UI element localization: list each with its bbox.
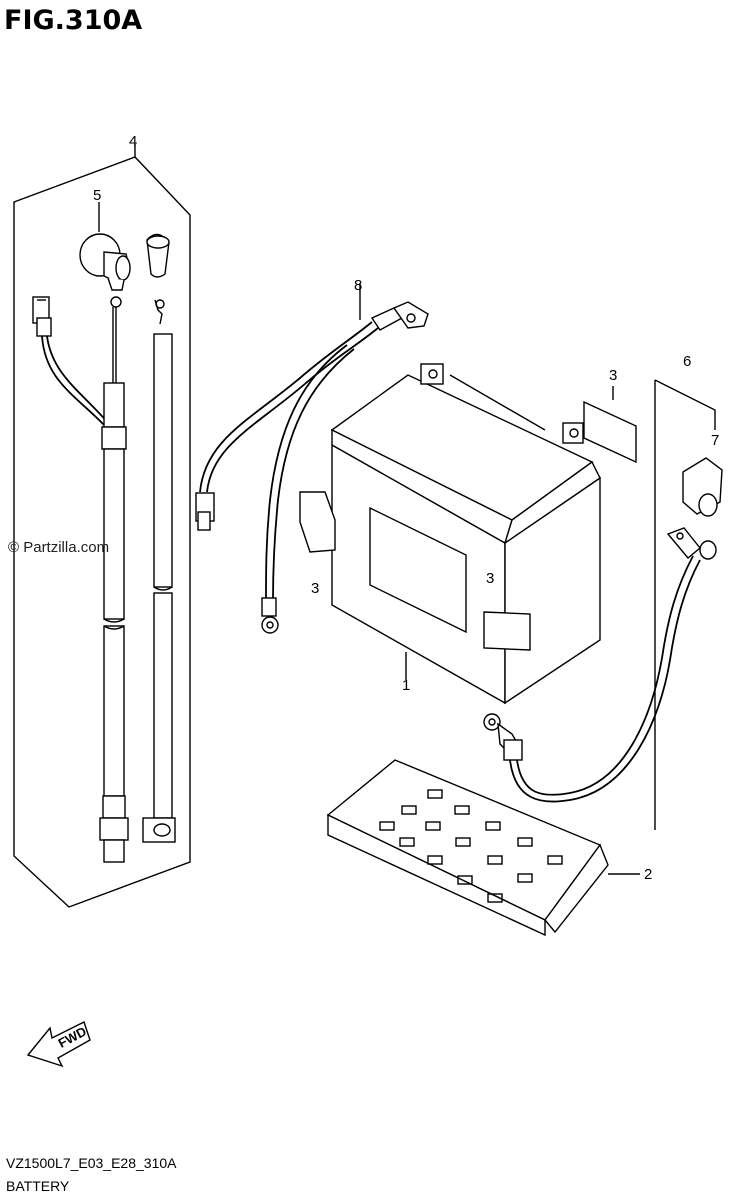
callout-2: 2 (644, 866, 652, 883)
battery (299, 363, 637, 705)
callout-1: 1 (402, 677, 410, 694)
terminal-cap (79, 202, 131, 291)
battery-charger-kit-panel (13, 144, 191, 908)
callout-6: 6 (683, 353, 691, 370)
callout-5: 5 (93, 187, 101, 204)
callout-3-top: 3 (609, 367, 617, 384)
callout-7: 7 (711, 432, 719, 449)
fwd-arrow-icon (26, 1021, 91, 1068)
figure-title: FIG.310A (4, 5, 142, 36)
tray-slots (379, 789, 563, 903)
battery-cable (195, 283, 429, 634)
callout-8: 8 (354, 277, 362, 294)
figure-name: BATTERY (6, 1178, 70, 1194)
callout-4: 4 (129, 133, 137, 150)
battery-tray (326, 759, 640, 937)
charger-leads (32, 296, 176, 863)
watermark: © Partzilla.com (8, 539, 109, 556)
callout-3-right: 3 (486, 570, 494, 587)
plug-cap (146, 233, 170, 278)
negative-lead (483, 379, 723, 830)
figure-code: VZ1500L7_E03_E28_310A (6, 1155, 177, 1171)
callout-3-left: 3 (311, 580, 319, 597)
